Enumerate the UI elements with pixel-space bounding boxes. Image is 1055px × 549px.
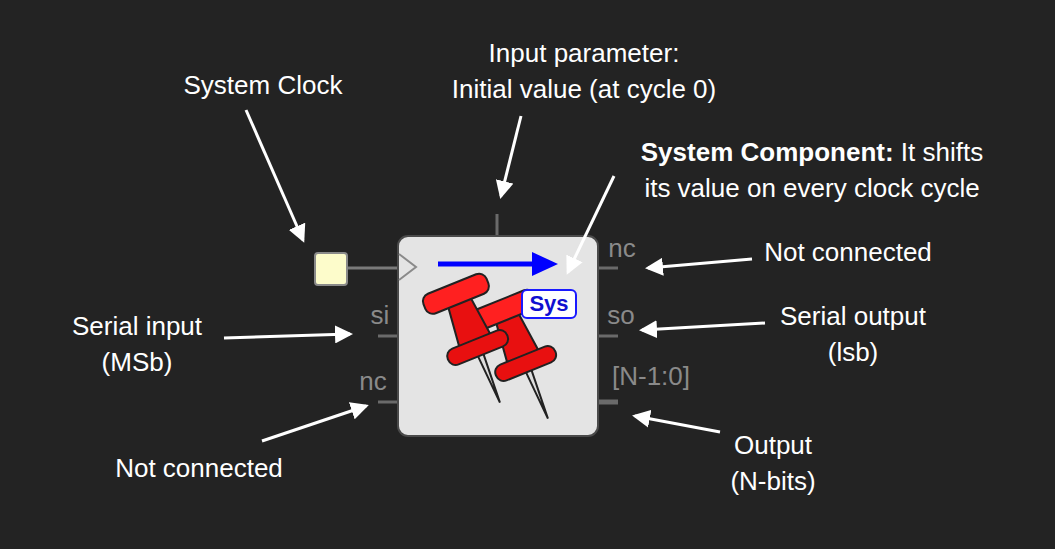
pin-note: Serial input (MSb)	[71, 308, 204, 380]
shift-arrow-head	[532, 252, 558, 276]
pushpin	[420, 271, 531, 415]
pin-needle	[478, 353, 503, 403]
component-note: System Component:It shifts its value on …	[632, 134, 992, 206]
leader-arrow	[642, 323, 765, 330]
leader-arrow	[648, 259, 752, 268]
pin-name: si	[371, 300, 390, 330]
badge-label: Sys	[529, 291, 568, 317]
pin-note: Output (N-bits)	[729, 427, 817, 499]
clock-note: System Clock	[184, 67, 343, 103]
component-body	[398, 236, 598, 436]
pin-collar	[445, 328, 511, 368]
pin-head	[420, 271, 491, 316]
bus-pin	[598, 400, 618, 405]
input-pin	[378, 335, 398, 338]
clock-wire	[347, 267, 398, 270]
pin-needle	[526, 369, 551, 419]
pin-note: Not connected	[115, 450, 283, 486]
leader-arrow	[262, 406, 366, 441]
shift-arrow	[438, 262, 536, 267]
pushpin	[468, 287, 579, 431]
pin-name: [N-1:0]	[612, 361, 690, 391]
clock-triangle	[399, 254, 416, 280]
pin-note: Serial output (lsb)	[779, 298, 927, 370]
output-pin	[598, 335, 618, 338]
component-note-heading: System Component:	[641, 137, 894, 167]
parameter-note: Input parameter: Initial value (at cycle…	[451, 35, 718, 107]
pin-note: Not connected	[764, 234, 932, 270]
leader-arrow	[568, 176, 614, 272]
pin-name: so	[607, 300, 634, 330]
input-pin	[378, 401, 398, 404]
leader-arrow	[246, 110, 303, 240]
pin-name: nc	[359, 366, 386, 396]
output-pin	[598, 267, 618, 270]
clock-square	[315, 253, 347, 285]
pin-name: nc	[608, 233, 635, 263]
parameter-pin	[496, 214, 499, 236]
leader-arrow	[635, 416, 720, 432]
leader-arrow	[501, 116, 521, 196]
leader-arrow	[224, 334, 350, 338]
pin-collar	[493, 344, 559, 384]
system-badge: Sys	[521, 289, 576, 319]
